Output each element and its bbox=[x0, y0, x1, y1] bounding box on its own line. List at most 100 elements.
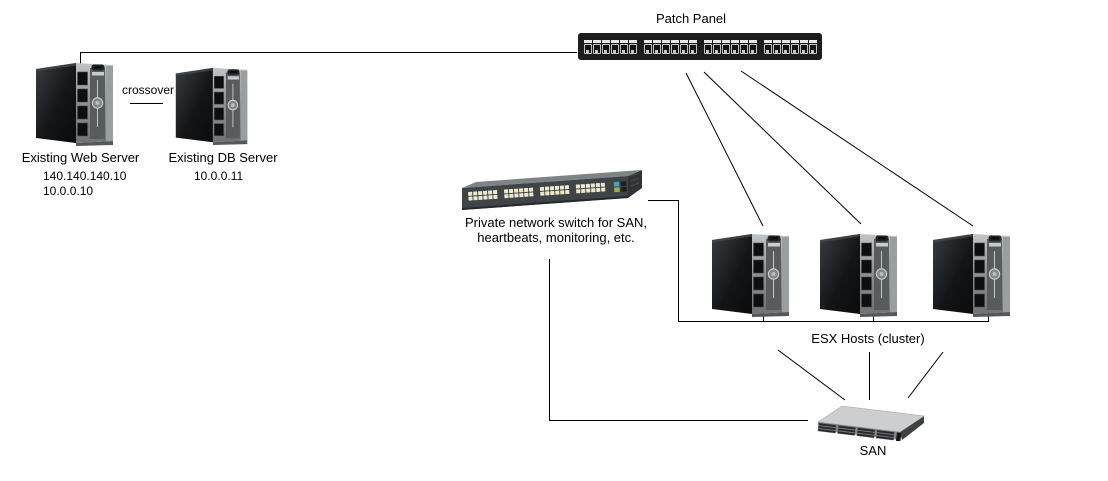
switch-port bbox=[493, 194, 498, 199]
rj45-port bbox=[592, 39, 601, 54]
rj45-port bbox=[781, 39, 790, 54]
switch-port bbox=[483, 195, 488, 200]
rj45-port bbox=[808, 39, 817, 54]
switch-port bbox=[514, 193, 519, 198]
san-drive-bay bbox=[876, 429, 895, 435]
esx-cluster-label: ESX Hosts (cluster) bbox=[811, 331, 925, 346]
edge-esx1-to-san bbox=[777, 349, 846, 401]
switch-port bbox=[545, 191, 550, 196]
switch-port bbox=[550, 190, 555, 196]
rj45-port bbox=[688, 39, 697, 54]
switch-port bbox=[519, 193, 524, 198]
switch-port bbox=[595, 183, 601, 188]
switch-port bbox=[503, 189, 509, 194]
switch-port bbox=[468, 196, 473, 201]
edge-patchpanel-to-esx3 bbox=[740, 70, 974, 227]
edge-patchpanel-to-esx2 bbox=[703, 71, 862, 225]
switch-port bbox=[473, 196, 478, 201]
web-server-label: Existing Web Server bbox=[21, 150, 140, 165]
switch-uplink-port bbox=[613, 181, 620, 187]
switch-port bbox=[560, 190, 565, 195]
patch-panel-label: Patch Panel bbox=[655, 11, 727, 26]
switch-port bbox=[576, 189, 581, 194]
esx-host-3-image bbox=[933, 233, 1011, 317]
san-drive-bay bbox=[818, 425, 837, 431]
switch-port bbox=[524, 192, 529, 197]
esx-host-2-image bbox=[820, 233, 898, 317]
switch-uplink-port bbox=[621, 186, 627, 192]
switch-port bbox=[581, 188, 586, 193]
rj45-port bbox=[703, 39, 712, 54]
switch-port bbox=[468, 191, 473, 196]
edge-webserver-to-patchpanel bbox=[80, 52, 577, 64]
edge-patchpanel-to-esx1 bbox=[685, 72, 764, 227]
rj45-port bbox=[643, 39, 652, 54]
crossover-label: crossover bbox=[122, 83, 175, 97]
switch-label-line2: heartbeats, monitoring, etc. bbox=[477, 230, 635, 245]
switch-port bbox=[555, 190, 560, 195]
rj45-port bbox=[772, 39, 781, 54]
switch-port bbox=[478, 191, 483, 196]
patch-panel bbox=[578, 33, 822, 60]
rj45-port bbox=[670, 39, 679, 54]
switch-port bbox=[508, 188, 514, 194]
san-drive-bay bbox=[856, 433, 875, 438]
switch-port bbox=[596, 187, 601, 192]
db-server-ip: 10.0.0.11 bbox=[194, 169, 244, 183]
db-server-label: Existing DB Server bbox=[168, 150, 278, 165]
switch-port bbox=[590, 183, 596, 188]
switch-port bbox=[580, 184, 586, 189]
rj45-port bbox=[748, 39, 757, 54]
switch-label: Private network switch for SAN, heartbea… bbox=[456, 215, 656, 245]
switch-port bbox=[575, 184, 581, 189]
switch-port bbox=[601, 187, 606, 192]
switch-port bbox=[482, 190, 488, 195]
rj45-port bbox=[610, 39, 619, 54]
esx-host-1-image bbox=[712, 233, 790, 317]
san-drive-bay bbox=[817, 428, 836, 434]
switch-port bbox=[504, 194, 509, 199]
switch-port bbox=[529, 192, 534, 197]
switch-port bbox=[554, 185, 560, 190]
switch-image bbox=[462, 170, 642, 210]
switch-uplink-port bbox=[620, 181, 627, 187]
san-label: SAN bbox=[859, 443, 887, 458]
switch-port bbox=[564, 185, 570, 190]
switch-port bbox=[488, 195, 493, 200]
switch-port bbox=[600, 182, 606, 187]
rj45-port bbox=[619, 39, 628, 54]
switch-port bbox=[473, 191, 478, 196]
switch-port bbox=[487, 190, 493, 195]
patch-panel-port-group bbox=[763, 39, 817, 54]
switch-port bbox=[544, 186, 550, 191]
san-drive-bay bbox=[857, 427, 876, 433]
switch-port bbox=[585, 183, 591, 188]
switch-port bbox=[565, 189, 570, 195]
rj45-port bbox=[763, 39, 772, 54]
san-controller bbox=[895, 432, 902, 441]
san-drive-bay bbox=[837, 430, 856, 436]
web-server-image bbox=[36, 62, 114, 146]
rj45-port bbox=[739, 39, 748, 54]
rj45-port bbox=[679, 39, 688, 54]
switch-port bbox=[549, 186, 555, 191]
san-drive-bay bbox=[875, 435, 894, 441]
switch-port bbox=[591, 188, 596, 193]
web-server-ip1: 140.140.140.10 bbox=[43, 169, 127, 183]
rj45-port bbox=[790, 39, 799, 54]
switch-port bbox=[586, 188, 591, 193]
rj45-port bbox=[628, 39, 637, 54]
patch-panel-port-group bbox=[583, 39, 637, 54]
rj45-port bbox=[652, 39, 661, 54]
switch-port bbox=[528, 187, 534, 192]
san-drive-bay bbox=[818, 422, 837, 428]
switch-port bbox=[478, 195, 483, 200]
switch-port bbox=[540, 191, 545, 196]
switch-port bbox=[509, 193, 514, 198]
patch-panel-port-group bbox=[643, 39, 697, 54]
patch-panel-port-group bbox=[703, 39, 757, 54]
san-drive-bay bbox=[876, 432, 895, 438]
san-image bbox=[817, 405, 925, 441]
edge-esx3-to-san bbox=[907, 351, 944, 399]
san-drive-bay bbox=[856, 430, 875, 436]
